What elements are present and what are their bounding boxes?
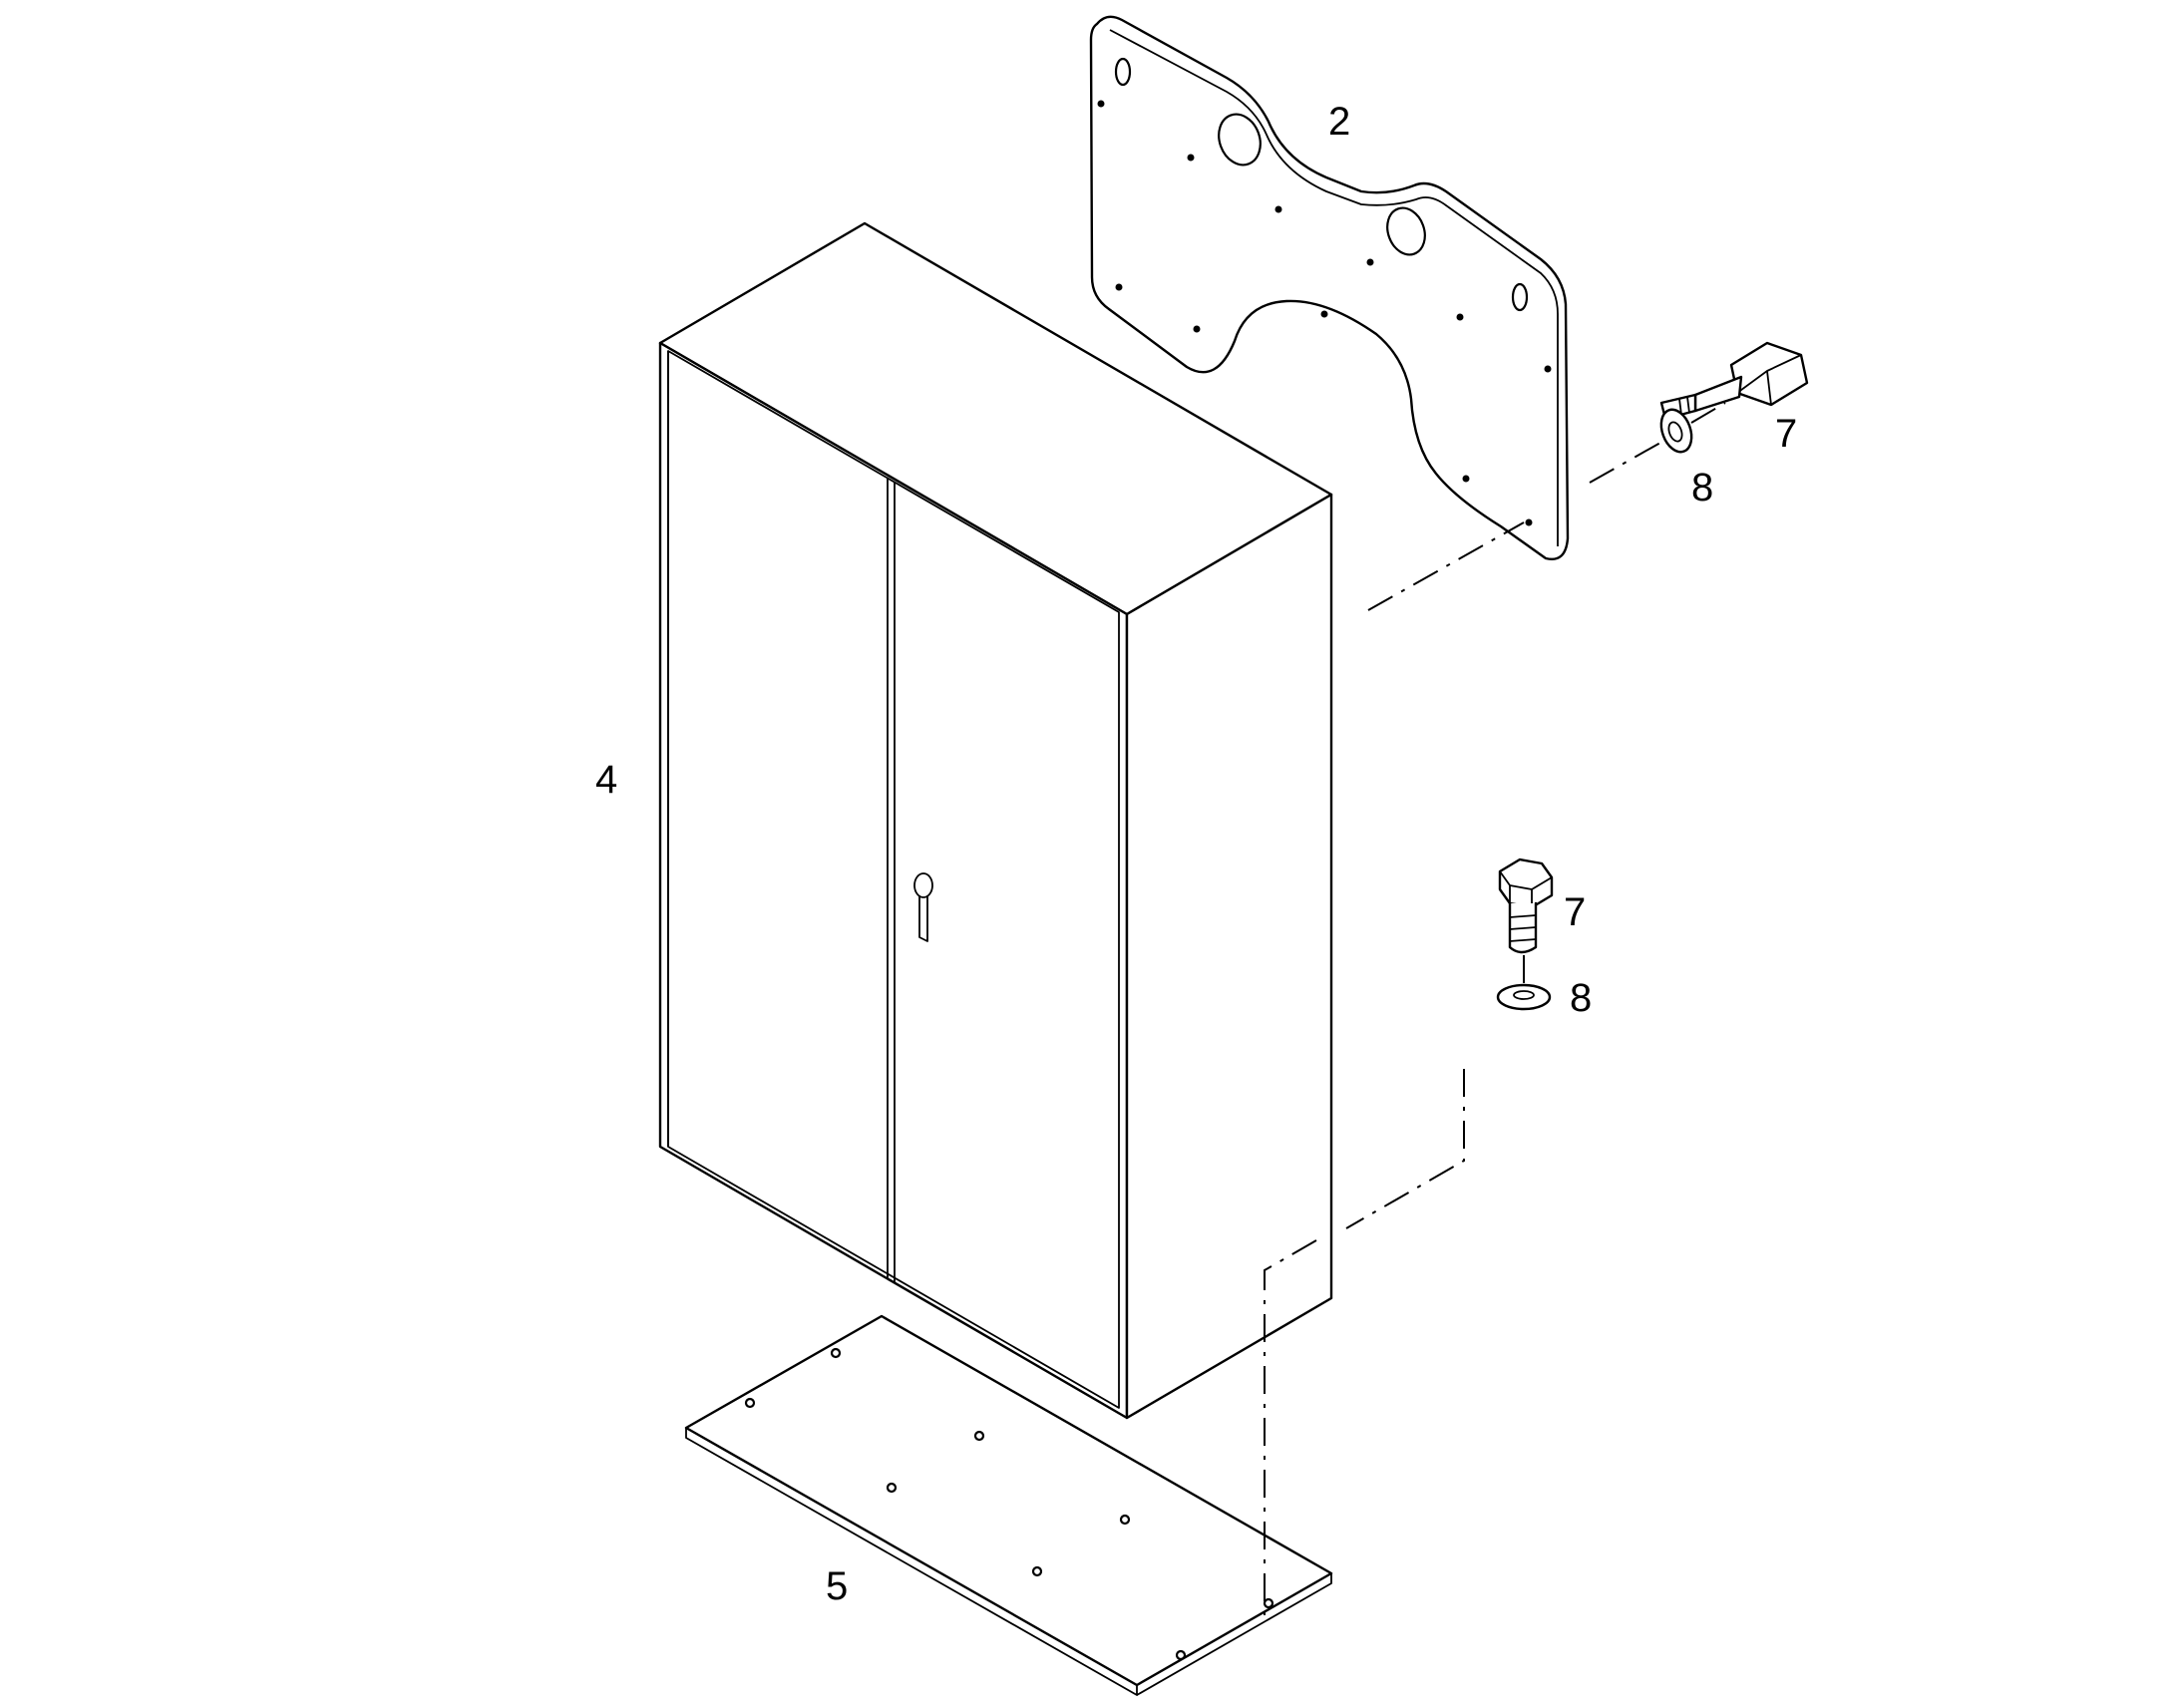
callout-washer-lower: 8 bbox=[1570, 976, 1592, 1020]
callout-labels: 2 4 5 7 8 7 8 bbox=[595, 100, 1797, 1608]
callout-mounting-plate: 2 bbox=[1328, 100, 1350, 144]
callout-base-plate: 5 bbox=[826, 1564, 848, 1608]
base-plate bbox=[684, 1314, 1333, 1696]
washer-lower bbox=[1496, 983, 1552, 1011]
callout-bolt-upper: 7 bbox=[1775, 412, 1797, 456]
mounting-plate bbox=[1089, 15, 1570, 560]
bolt-lower bbox=[1498, 857, 1554, 954]
washer-upper bbox=[1659, 408, 1693, 454]
callout-cabinet: 4 bbox=[595, 758, 617, 802]
bolt-upper bbox=[1659, 341, 1809, 421]
door-handle-icon bbox=[913, 872, 933, 942]
assembly-centerlines bbox=[1264, 402, 1726, 1625]
callout-washer-upper: 8 bbox=[1691, 466, 1713, 510]
callout-bolt-lower: 7 bbox=[1564, 890, 1586, 934]
cabinet bbox=[658, 221, 1333, 1420]
